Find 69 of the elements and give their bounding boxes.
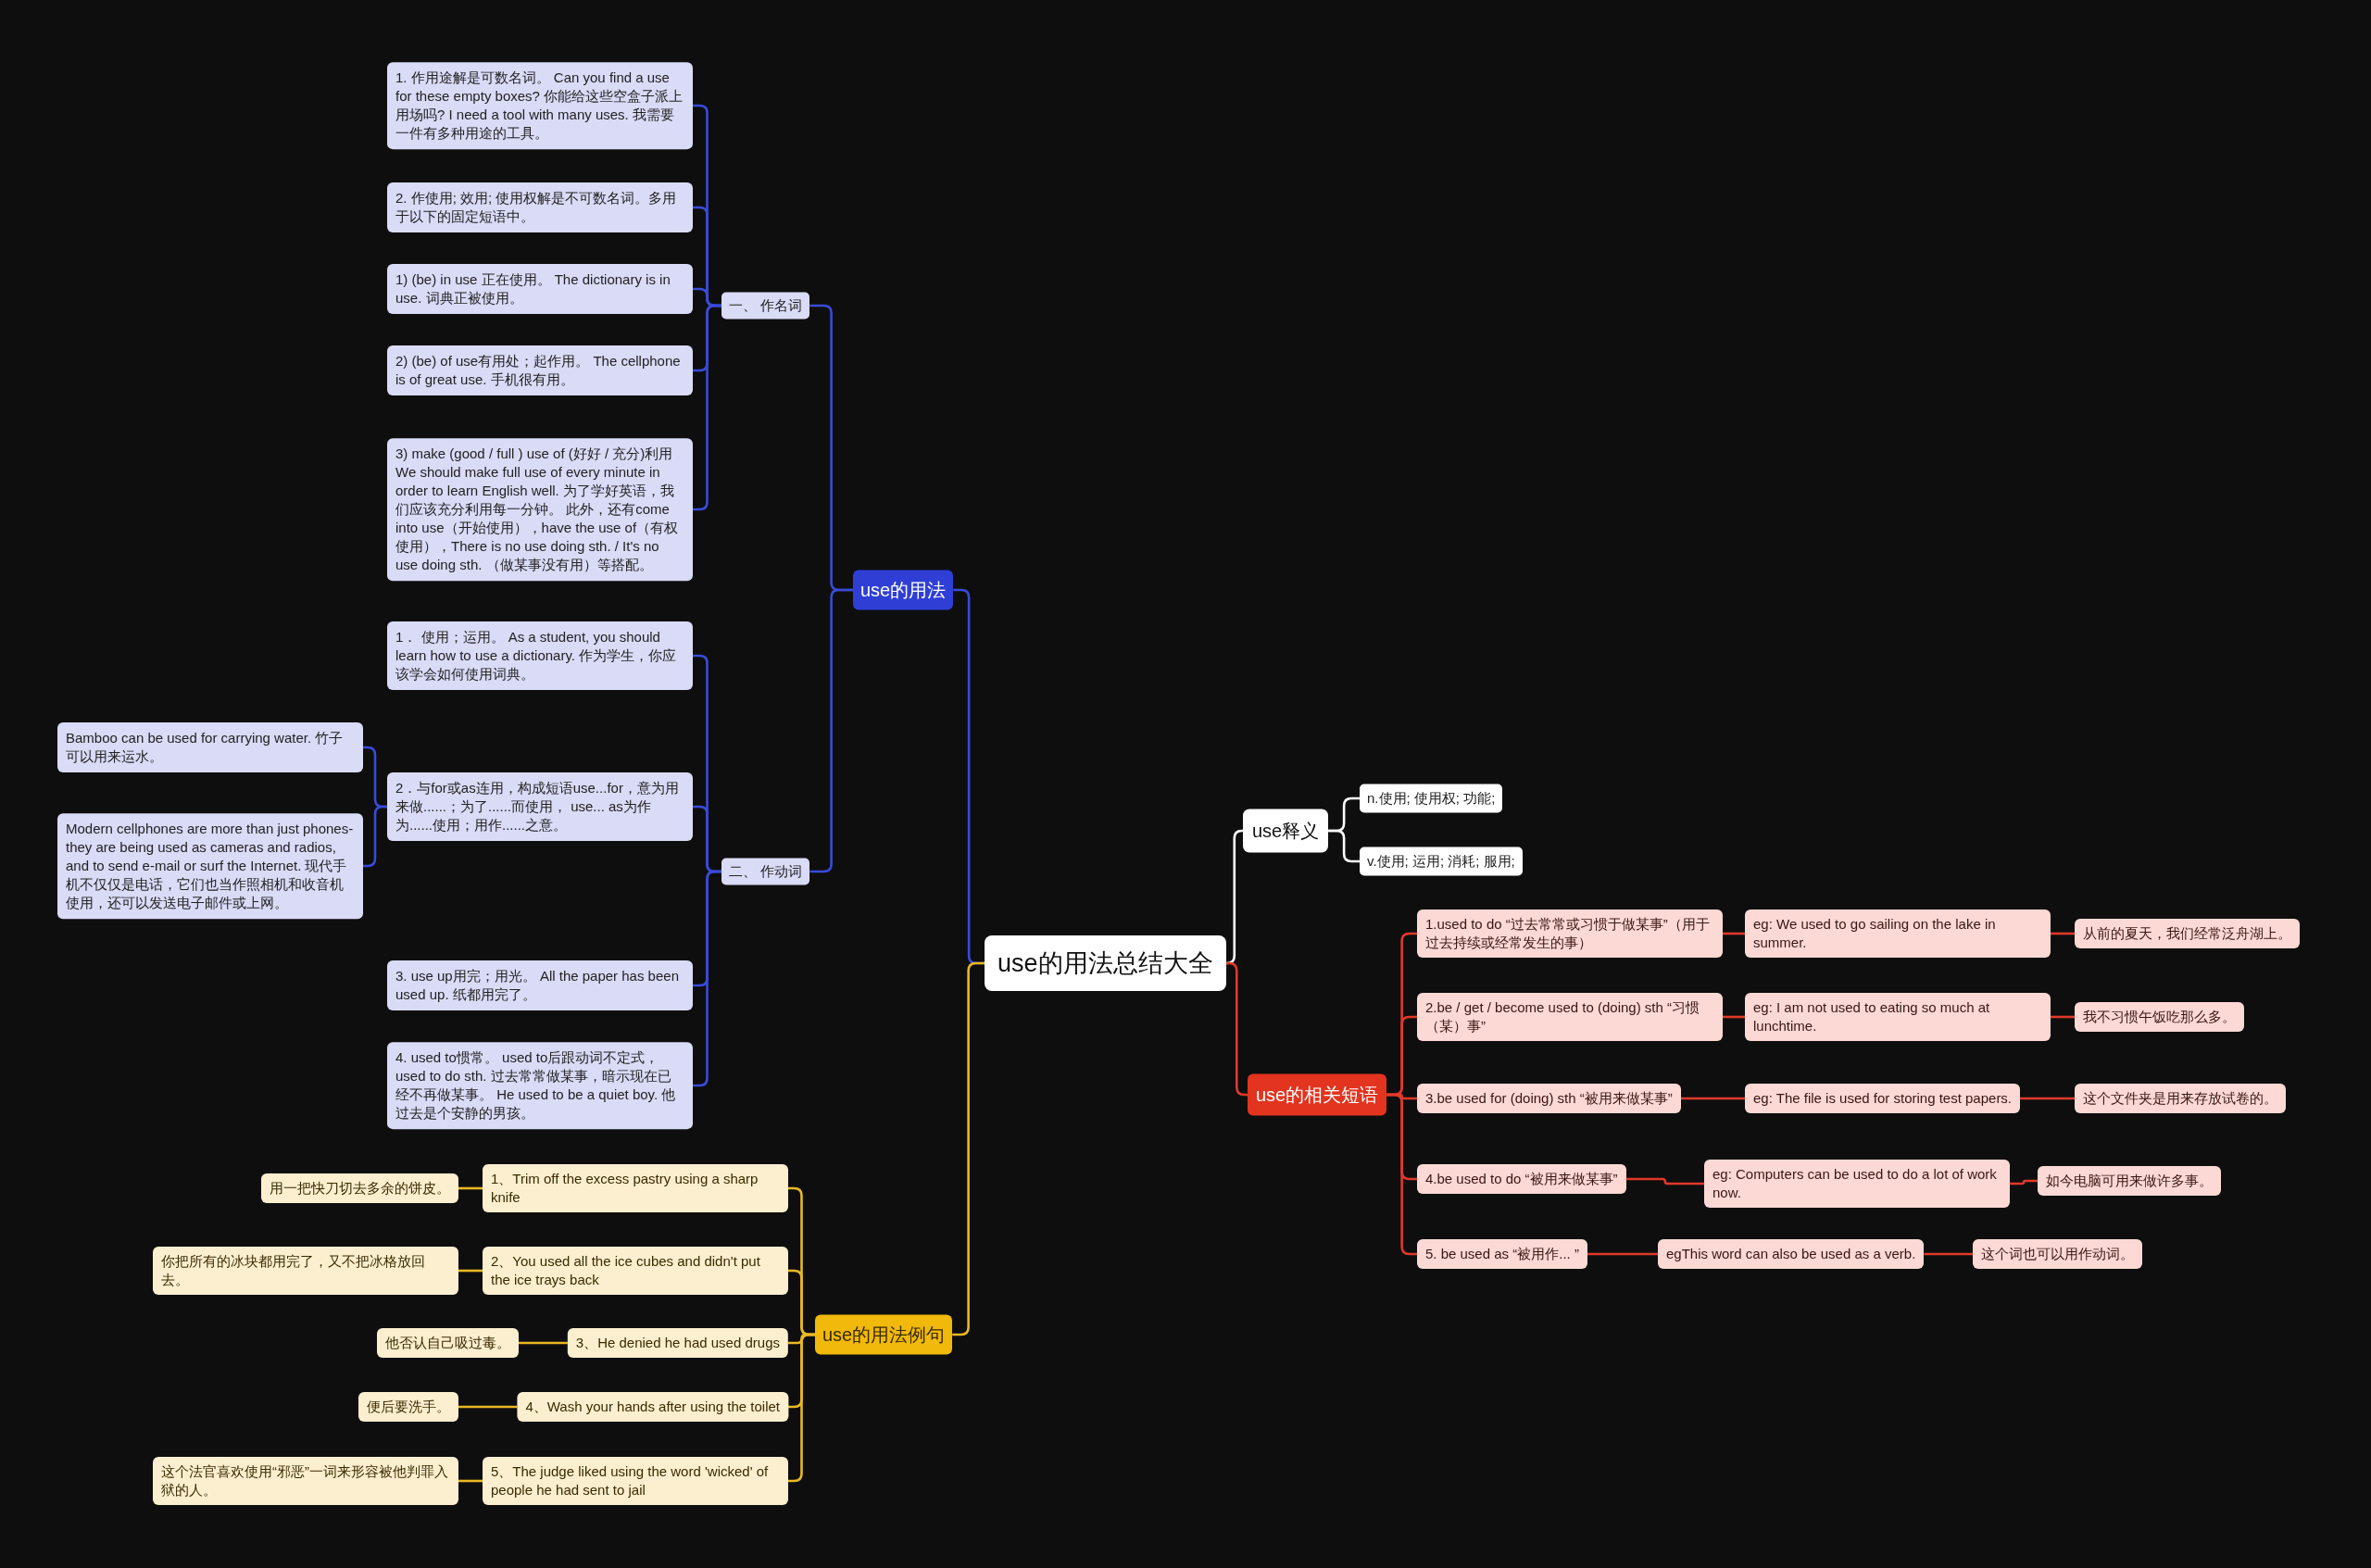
note-card: 1． 使用；运用。 As a student, you should learn how to use a dictionary. 作为学生，你应该学会如何使用词典。: [387, 621, 693, 690]
note-card: 3) make (good / full ) use of (好好 / 充分)利用 We should make full use of every minute in order to learn English well. 为了学好英语，我们应该充分利用每一分钟。 此外，还有come into use（开始使用），have the use of（有权使用），There is no use doing sth. / It's no use doing sth. （做某事没有用）等搭配。: [387, 438, 693, 581]
example-card: 5、The judge liked using the word 'wicked' of people he had sent to jail: [483, 1457, 788, 1505]
example-card: 他否认自己吸过毒。: [377, 1328, 519, 1358]
connector-line: [1225, 961, 1248, 1097]
connector-line: [458, 1269, 483, 1273]
subtopic-card: 二、 作动词: [721, 858, 810, 885]
connector-line: [809, 588, 853, 873]
example-card: 你把所有的冰块都用完了，又不把冰格放回去。: [153, 1247, 458, 1295]
example-card: 2、You used all the ice cubes and didn't put the ice trays back: [483, 1247, 788, 1295]
connector-line: [693, 870, 721, 1087]
connector-line: [2010, 1179, 2038, 1185]
connector-line: [519, 1341, 568, 1345]
branch-topic: use的相关短语: [1248, 1073, 1387, 1116]
phrase-card: 4.be used to do “被用来做某事”: [1417, 1164, 1626, 1194]
example-card: 1、Trim off the excess pastry using a sharp knife: [483, 1164, 788, 1212]
connector-line: [1587, 1252, 1658, 1256]
branch-topic: use的用法例句: [815, 1314, 953, 1355]
phrase-card: 这个词也可以用作动词。: [1973, 1239, 2142, 1269]
phrase-card: 我不习惯午饭吃那么多。: [2075, 1002, 2244, 1032]
phrase-card: 这个文件夹是用来存放试卷的。: [2075, 1084, 2286, 1113]
phrase-card: 从前的夏天，我们经常泛舟湖上。: [2075, 919, 2300, 948]
definition-card: v.使用; 运用; 消耗; 服用;: [1360, 847, 1523, 876]
phrase-card: 2.be / get / become used to (doing) sth “习惯（某）事”: [1417, 993, 1723, 1041]
branch-topic: use的用法: [853, 570, 954, 610]
connector-line: [952, 961, 985, 1336]
note-card: 2) (be) of use有用处；起作用。 The cellphone is of great use. 手机很有用。: [387, 345, 693, 395]
note-card: 3. use up用完；用光。 All the paper has been used up. 纸都用完了。: [387, 960, 693, 1010]
phrase-card: 1.used to do “过去常常或习惯于做某事”（用于过去持续或经常发生的事）: [1417, 909, 1723, 958]
branch-topic: use释义: [1243, 809, 1329, 853]
connector-line: [1723, 1015, 1745, 1019]
connector-line: [1924, 1252, 1973, 1256]
example-card: 这个法官喜欢使用“邪恶”一词来形容被他判罪入狱的人。: [153, 1457, 458, 1505]
phrase-card: eg: Computers can be used to do a lot of work now.: [1704, 1160, 2010, 1208]
connector-line: [2020, 1097, 2075, 1100]
central-topic: use的用法总结大全: [985, 935, 1226, 991]
connector-line: [1625, 1177, 1704, 1185]
note-card: Modern cellphones are more than just phones-they are being used as cameras and radios, and to send e-mail or surf the Internet. 现代手机不仅仅是电话，它们也当作照相机和收音机使用，还可以发送电子邮件或上网。: [57, 813, 363, 919]
connector-line: [458, 1405, 518, 1409]
connector-line: [1680, 1097, 1745, 1100]
phrase-card: 3.be used for (doing) sth “被用来做某事”: [1417, 1084, 1681, 1113]
note-card: 4. used to惯常。 used to后跟动词不定式，used to do sth. 过去常常做某事，暗示现在已经不再做某事。 He used to be a quiet boy. 他过去是个安静的男孩。: [387, 1042, 693, 1129]
note-card: 1. 作用途解是可数名词。 Can you find a use for these empty boxes? 你能给这些空盒子派上用场吗? I need a tool with many uses. 我需要一件有多种用途的工具。: [387, 62, 693, 149]
phrase-card: eg: I am not used to eating so much at lunchtime.: [1745, 993, 2051, 1041]
connector-line: [2051, 1015, 2075, 1019]
example-card: 3、He denied he had used drugs: [567, 1328, 788, 1358]
connector-line: [1328, 829, 1360, 863]
phrase-card: eg: The file is used for storing test papers.: [1745, 1084, 2021, 1113]
definition-card: n.使用; 使用权; 功能;: [1360, 784, 1503, 813]
subtopic-card: 一、 作名词: [721, 292, 810, 320]
example-card: 便后要洗手。: [358, 1392, 458, 1422]
phrase-card: 5. be used as “被用作... ”: [1417, 1239, 1587, 1269]
connector-line: [2051, 932, 2075, 935]
connector-line: [458, 1479, 483, 1483]
note-card: 1) (be) in use 正在使用。 The dictionary is in use. 词典正被使用。: [387, 264, 693, 314]
connector-line: [1386, 1093, 1417, 1256]
note-card: 2. 作使用; 效用; 使用权解是不可数名词。多用于以下的固定短语中。: [387, 182, 693, 232]
example-card: 用一把快刀切去多余的饼皮。: [261, 1173, 458, 1203]
connector-line: [458, 1186, 483, 1190]
connector-line: [363, 805, 387, 868]
connector-line: [693, 304, 721, 511]
phrase-card: eg: We used to go sailing on the lake in summer.: [1745, 909, 2051, 958]
note-card: Bamboo can be used for carrying water. 竹子可以用来运水。: [57, 722, 363, 772]
note-card: 2．与for或as连用，构成短语use...for，意为用来做......；为了......而使用， use... as为作为......使用；用作......之意。: [387, 772, 693, 841]
connector-line: [1723, 932, 1745, 935]
phrase-card: egThis word can also be used as a verb.: [1658, 1239, 1925, 1269]
connector-line: [1225, 829, 1244, 965]
example-card: 4、Wash your hands after using the toilet: [517, 1392, 788, 1422]
phrase-card: 如今电脑可用来做许多事。: [2038, 1166, 2221, 1196]
